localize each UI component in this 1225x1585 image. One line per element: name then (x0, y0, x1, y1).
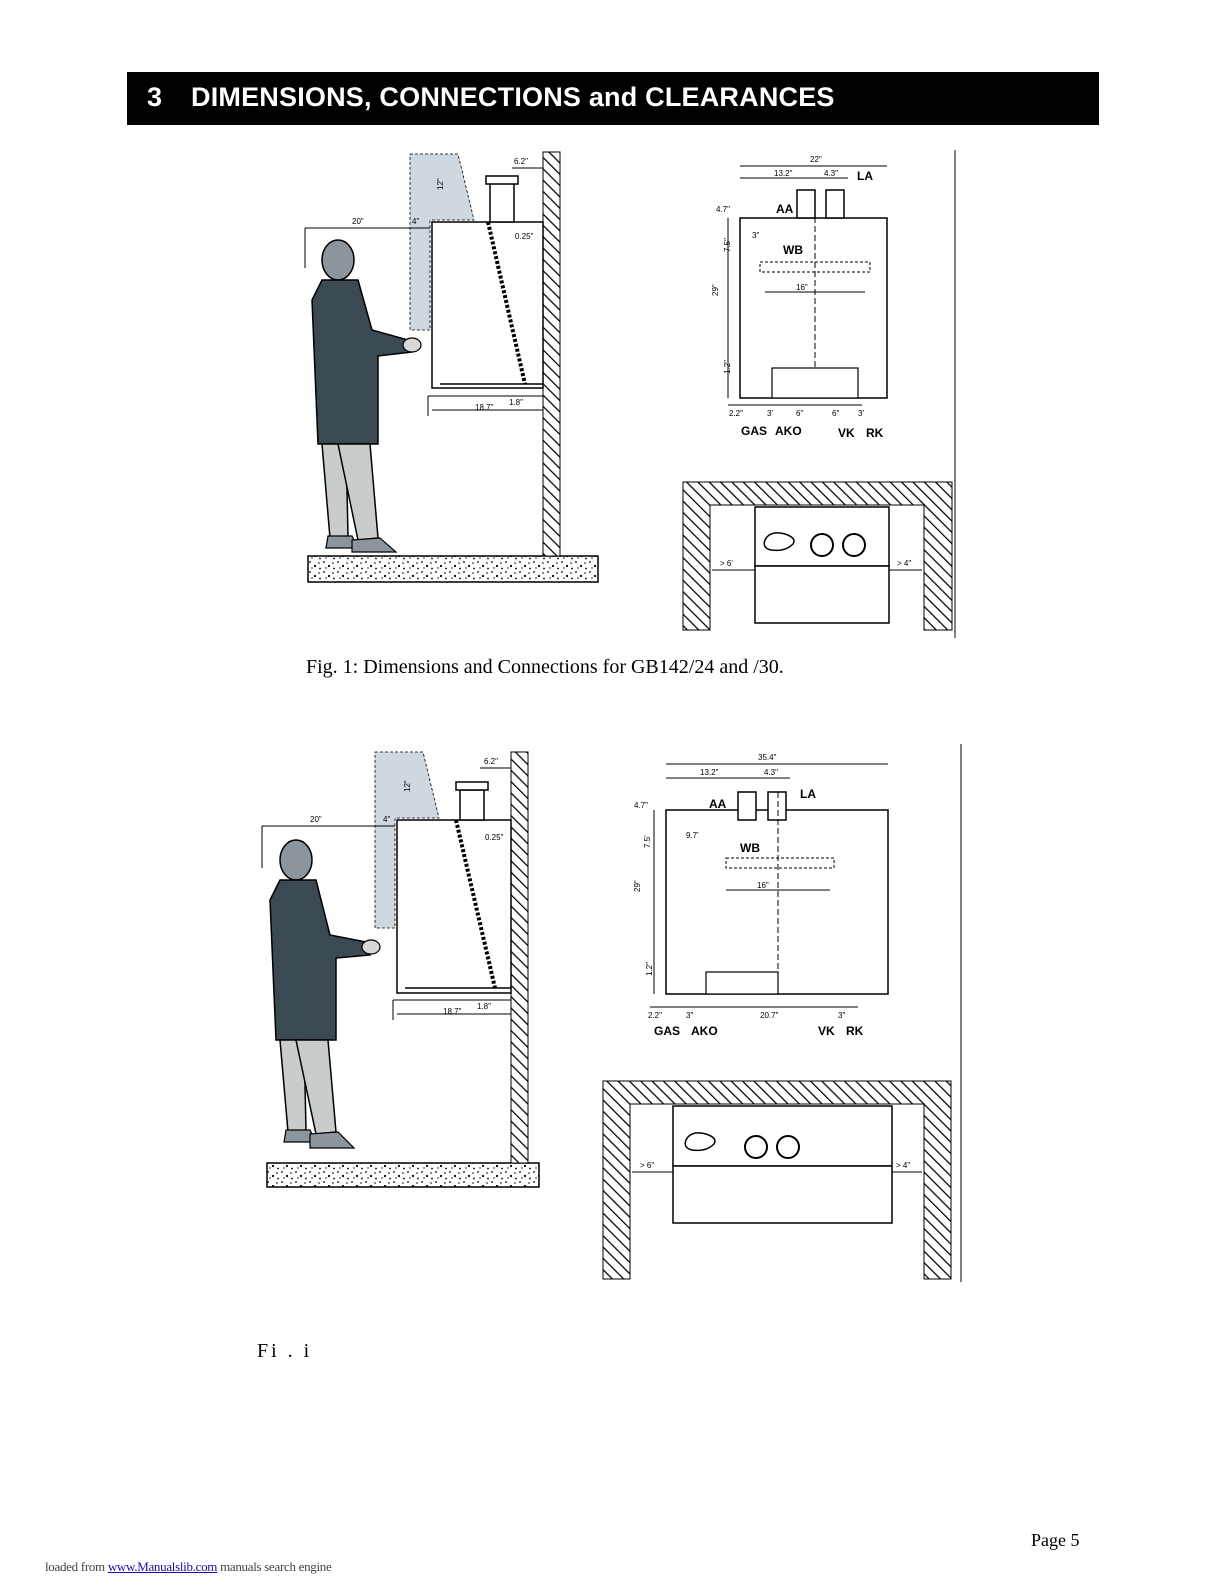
connection-label: AA (709, 797, 727, 811)
dim-label: 18.7" (475, 403, 494, 412)
clearance-label: > 6' (720, 559, 733, 568)
dim-label: 2.2" (648, 1011, 662, 1020)
dim-label: 35.4" (758, 753, 777, 762)
fig1-top-view: > 6' > 4" (682, 481, 953, 631)
section-number: 3 (147, 82, 163, 112)
footer: loaded from www.Manualslib.com manuals s… (45, 1559, 332, 1575)
connection-label: LA (857, 169, 873, 183)
connection-label: GAS (654, 1024, 680, 1038)
dim-label: 12" (403, 780, 412, 792)
dim-label: 6.2" (514, 157, 528, 166)
dim-label: 16" (796, 283, 808, 292)
dim-label: 4.7" (634, 801, 648, 810)
dim-label: 0.25" (515, 232, 534, 241)
dim-label: 20" (352, 217, 364, 226)
dim-label: 1.8" (477, 1002, 491, 1011)
dim-label: 29" (711, 284, 720, 296)
footer-suffix: manuals search engine (217, 1559, 332, 1574)
dim-label: 0.25" (485, 833, 504, 842)
dim-label: 1.8" (509, 398, 523, 407)
dim-label: 12" (436, 178, 445, 190)
dim-label: 2.2" (729, 409, 743, 418)
connection-label: VK (838, 426, 855, 440)
dim-label: 4" (412, 217, 419, 226)
figure1-caption: Fig. 1: Dimensions and Connections for G… (306, 656, 784, 678)
dim-label: 4" (383, 815, 390, 824)
dim-label: 3" (838, 1011, 845, 1020)
dim-label: 3" (686, 1011, 693, 1020)
fig2-side-view (261, 751, 540, 1188)
dim-label: 9.7' (686, 831, 699, 840)
dim-label: 13.2" (700, 768, 719, 777)
dim-label: 7.5" (723, 238, 732, 252)
fig1-front-view (727, 150, 956, 638)
clearance-label: > 4" (896, 1161, 910, 1170)
dim-label: 4.3" (764, 768, 778, 777)
connection-label: AKO (775, 424, 802, 438)
connection-label: RK (846, 1024, 864, 1038)
dim-label: 6" (832, 409, 839, 418)
dim-label: 22" (810, 155, 822, 164)
section-title: DIMENSIONS, CONNECTIONS and CLEARANCES (191, 82, 835, 112)
clearance-label: > 4" (897, 559, 911, 568)
dim-label: 1.2" (645, 962, 654, 976)
fig2-side-dimensions: 20" 4" 12" 6.2" 0.25" 18.7" 1.8" (310, 757, 504, 1016)
dim-label: 3" (752, 231, 759, 240)
dim-label: 20.7" (760, 1011, 779, 1020)
footer-prefix: loaded from (45, 1559, 108, 1574)
dim-label: 7.5' (643, 835, 652, 848)
connection-label: VK (818, 1024, 835, 1038)
connection-label: LA (800, 787, 816, 801)
fig2-front-dimensions: 35.4" 13.2" 4.3" LA AA 4.7" 9.7' WB 7.5'… (633, 753, 864, 1038)
dim-label: 3' (858, 409, 864, 418)
dim-label: 6" (796, 409, 803, 418)
connection-label: AKO (691, 1024, 718, 1038)
clearance-label: > 6" (640, 1161, 654, 1170)
page-number: Page 5 (1031, 1530, 1080, 1550)
dim-label: 6.2" (484, 757, 498, 766)
fig1-side-view (304, 151, 599, 583)
dim-label: 4.3" (824, 169, 838, 178)
dim-label: 3' (767, 409, 773, 418)
connection-label: WB (783, 243, 803, 257)
connection-label: GAS (741, 424, 767, 438)
fig2-front-view (650, 744, 962, 1282)
fig2-top-view: > 6" > 4" (602, 1080, 952, 1280)
connection-label: AA (776, 202, 794, 216)
manualslib-link[interactable]: www.Manualslib.com (107, 1559, 218, 1574)
dim-label: 20" (310, 815, 322, 824)
dim-label: 16" (757, 881, 769, 890)
connection-label: WB (740, 841, 760, 855)
dim-label: 13.2" (774, 169, 793, 178)
connection-label: RK (866, 426, 884, 440)
fig1-front-dimensions: 22" 13.2" 4.3" LA AA 4.7" 3" WB 7.5" 29"… (711, 155, 884, 440)
figure2-caption: Fi . i (257, 1340, 313, 1362)
dim-label: 4.7" (716, 205, 730, 214)
fig1-side-dimensions: 20" 4" 12" 6.2" 0.25" 18.7" 1.8" (352, 157, 534, 412)
section-header: 3 DIMENSIONS, CONNECTIONS and CLEARANCES (127, 72, 1099, 125)
dim-label: 18.7" (443, 1007, 462, 1016)
dim-label: 1.2" (723, 360, 732, 374)
dim-label: 29" (633, 880, 642, 892)
